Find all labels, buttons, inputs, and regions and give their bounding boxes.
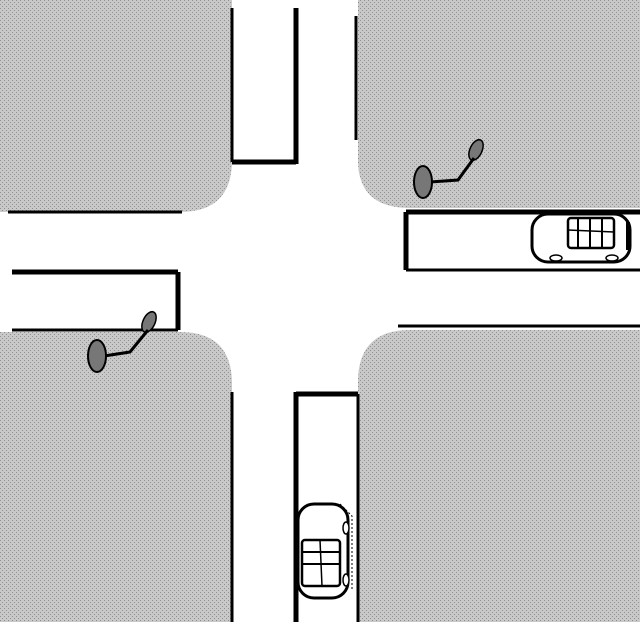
east-approach-lane xyxy=(398,209,640,328)
traffic-light-northeast xyxy=(413,138,484,199)
car-wheel xyxy=(549,254,563,262)
traffic-light-base xyxy=(87,339,107,373)
corner-block-top-right xyxy=(358,0,640,208)
corner-block-bottom-left xyxy=(0,332,232,622)
traffic-light-head xyxy=(141,310,157,334)
north-approach-lane xyxy=(230,8,358,165)
car-south xyxy=(296,502,353,600)
traffic-light-pole xyxy=(429,157,476,184)
traffic-light-pole xyxy=(103,329,150,358)
corner-block-top-left xyxy=(0,0,232,212)
south-approach-lane xyxy=(230,391,360,622)
traffic-light-base xyxy=(413,165,433,199)
car-wheel xyxy=(342,521,350,535)
corner-block-bottom-right xyxy=(358,330,640,622)
car-wheel xyxy=(605,254,619,262)
car-east xyxy=(530,212,632,264)
car-wheel xyxy=(342,573,350,587)
traffic-light-southwest xyxy=(87,310,157,373)
